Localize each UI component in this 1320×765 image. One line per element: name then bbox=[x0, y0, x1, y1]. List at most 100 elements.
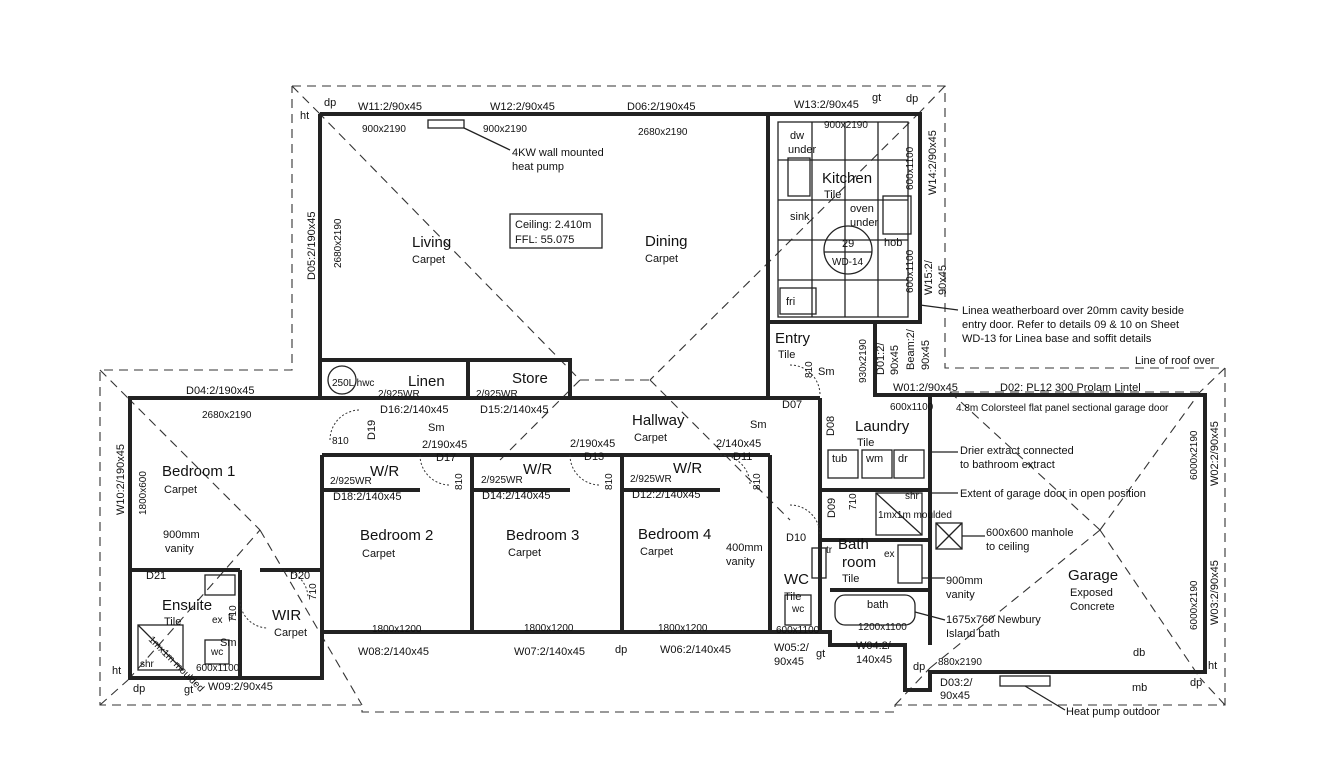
opening-d18: D18:2/140x45 bbox=[333, 491, 402, 503]
room-living-floor: Carpet bbox=[412, 254, 445, 266]
size-600x1100-2: 600x1100 bbox=[905, 249, 916, 293]
room-kitchen-floor: Tile bbox=[824, 189, 841, 201]
ref-bubble-number: 29 bbox=[842, 238, 854, 250]
fixture-mb: mb bbox=[1132, 682, 1147, 694]
fixture-moulded-1: 1mx1m moulded bbox=[878, 510, 952, 521]
note-garage-extent: Extent of garage door in open position bbox=[960, 488, 1146, 500]
room-wr1: W/R bbox=[370, 463, 399, 480]
fixture-gt-3: gt bbox=[184, 684, 193, 696]
opening-w05: W05:2/ bbox=[774, 642, 810, 654]
room-bedroom1-floor: Carpet bbox=[164, 484, 197, 496]
size-190-1: 2/190x45 bbox=[422, 439, 467, 451]
room-kitchen: Kitchen bbox=[822, 170, 872, 187]
opening-d02: D02: PL12 300 Prolam Lintel bbox=[1000, 382, 1141, 394]
opening-w08: W08:2/140x45 bbox=[358, 646, 429, 658]
ffl-level: FFL: 55.075 bbox=[515, 234, 574, 246]
tag-d10: D10 bbox=[786, 532, 806, 544]
fixture-hwc: 250L hwc bbox=[332, 378, 374, 389]
fixture-dw: dw bbox=[790, 130, 804, 142]
fixture-ht-3: ht bbox=[1208, 660, 1217, 672]
room-ensuite-floor: Tile bbox=[164, 616, 181, 628]
note-linea-1: Linea weatherboard over 20mm cavity besi… bbox=[962, 305, 1184, 317]
roof-line bbox=[99, 85, 1226, 713]
fixture-dp-6: dp bbox=[1190, 677, 1202, 689]
tag-d17: D17 bbox=[436, 452, 456, 464]
hip-lines bbox=[127, 111, 1201, 706]
heat-pump-outdoor-unit bbox=[999, 675, 1051, 687]
tag-d20: D20 bbox=[290, 570, 310, 582]
note-drier-2: to bathroom extract bbox=[960, 459, 1055, 471]
opening-d03b: 90x45 bbox=[940, 690, 970, 702]
size-900-2: 900x2190 bbox=[483, 124, 527, 135]
tag-810-3: 810 bbox=[604, 473, 615, 490]
note-bath-1: 1675x760 Newbury bbox=[946, 614, 1041, 626]
note-vanity-1: 900mm bbox=[946, 575, 983, 587]
room-wir-floor: Carpet bbox=[274, 627, 307, 639]
room-store: Store bbox=[512, 370, 548, 387]
size-190-2: 2/190x45 bbox=[570, 438, 615, 450]
opening-w04b: 140x45 bbox=[856, 654, 892, 666]
fixture-shr-2: shr bbox=[140, 659, 155, 670]
fixture-sm-3: Sm bbox=[818, 366, 835, 378]
tag-710-1: 710 bbox=[308, 583, 319, 600]
room-bedroom2-floor: Carpet bbox=[362, 548, 395, 560]
opening-w15b: 90x45 bbox=[937, 265, 949, 295]
opening-d01b: 90x45 bbox=[889, 345, 901, 375]
opening-w09: W09:2/90x45 bbox=[208, 681, 273, 693]
size-6000-2: 6000x2190 bbox=[1189, 580, 1200, 630]
size-930: 930x2190 bbox=[858, 339, 869, 383]
note-manhole-2: to ceiling bbox=[986, 541, 1029, 553]
tag-d19: D19 bbox=[366, 420, 378, 440]
tag-710-2: 710 bbox=[228, 605, 239, 622]
room-bedroom2: Bedroom 2 bbox=[360, 527, 433, 544]
opening-w06: W06:2/140x45 bbox=[660, 644, 731, 656]
room-bathroom-line2: room bbox=[842, 554, 876, 571]
fixture-ht-2: ht bbox=[112, 665, 121, 677]
room-laundry: Laundry bbox=[855, 418, 910, 435]
room-wc: WC bbox=[784, 571, 809, 588]
size-2680-b: 2680x2190 bbox=[202, 410, 252, 421]
tag-d13: D13 bbox=[584, 451, 604, 463]
ceiling-height: Ceiling: 2.410m bbox=[515, 219, 591, 231]
heat-pump-unit bbox=[427, 119, 465, 129]
fixture-tub: tub bbox=[832, 453, 847, 465]
room-wr2: W/R bbox=[523, 461, 552, 478]
opening-w10: W10:2/190x45 bbox=[115, 444, 127, 515]
size-900-3: 900x2190 bbox=[824, 120, 868, 131]
room-garage-floor-2: Concrete bbox=[1070, 601, 1115, 613]
door-tags: D07 D08 D09 D10 D11 D13 D17 D19 D20 D21 … bbox=[146, 361, 859, 622]
size-2680-v: 2680x2190 bbox=[333, 218, 344, 268]
opening-w03: W03:2/90x45 bbox=[1209, 560, 1221, 625]
fixture-sm-2: Sm bbox=[750, 419, 767, 431]
tag-810-5: 810 bbox=[804, 361, 815, 378]
size-925-2: 2/925WR bbox=[476, 389, 518, 400]
room-dining: Dining bbox=[645, 233, 688, 250]
room-linen: Linen bbox=[408, 373, 445, 390]
fixture-ex-2: ex bbox=[212, 615, 223, 626]
fixture-dr: dr bbox=[898, 453, 908, 465]
bathroom-fixtures bbox=[137, 492, 963, 671]
size-labels: 900x2190 900x2190 2680x2190 900x2190 600… bbox=[138, 120, 1200, 674]
room-ensuite: Ensuite bbox=[162, 597, 212, 614]
fixture-bath: bath bbox=[867, 599, 888, 611]
note-roof: Line of roof over bbox=[1135, 355, 1215, 367]
opening-d14: D14:2/140x45 bbox=[482, 490, 551, 502]
opening-d01: D01:2/ bbox=[875, 342, 887, 375]
fixture-shr-1: shr bbox=[905, 491, 920, 502]
size-140-1: 2/140x45 bbox=[716, 438, 761, 450]
fixture-vanity2-size: 400mm bbox=[726, 542, 763, 554]
fixture-oven: oven bbox=[850, 203, 874, 215]
tag-d07: D07 bbox=[782, 399, 802, 411]
fixture-gt-1: gt bbox=[872, 92, 881, 104]
size-925-3: 2/925WR bbox=[330, 476, 372, 487]
note-heatpump-outdoor: Heat pump outdoor bbox=[1066, 706, 1161, 718]
size-1200: 1200x1100 bbox=[858, 622, 907, 633]
room-hallway-floor: Carpet bbox=[634, 432, 667, 444]
size-1800x600: 1800x600 bbox=[138, 471, 149, 515]
size-600x1100-3: 600x1100 bbox=[890, 402, 934, 413]
room-bedroom3: Bedroom 3 bbox=[506, 527, 579, 544]
fixture-dw-under: under bbox=[788, 144, 816, 156]
opening-d16: D16:2/140x45 bbox=[380, 404, 449, 416]
size-880: 880x2190 bbox=[938, 657, 982, 668]
opening-w05b: 90x45 bbox=[774, 656, 804, 668]
